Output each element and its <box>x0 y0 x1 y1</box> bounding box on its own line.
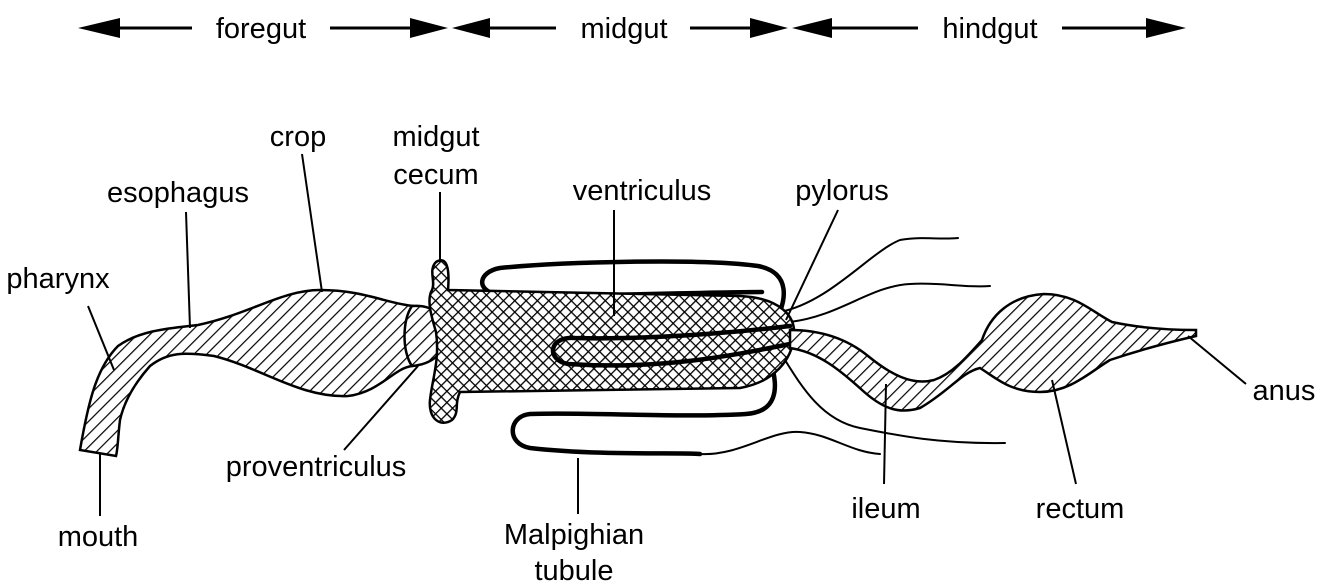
ventriculus-label: ventriculus <box>573 175 712 207</box>
hindgut-label: hindgut <box>942 13 1037 45</box>
hindgut-body <box>790 294 1196 411</box>
mouth-label: mouth <box>58 521 139 553</box>
pharynx-label: pharynx <box>6 263 110 295</box>
pylorus-label: pylorus <box>795 175 889 207</box>
malpighian-tubule-label-line2: tubule <box>534 555 613 587</box>
anus-label: anus <box>1253 375 1316 407</box>
midgut-label: midgut <box>580 13 667 45</box>
esophagus-label: esophagus <box>107 177 249 209</box>
proventriculus-label: proventriculus <box>226 451 407 483</box>
midgut-cecum-label-line1: midgut <box>392 121 479 153</box>
ileum-label: ileum <box>851 493 920 525</box>
malpighian-tubule-label-line1: Malpighian <box>504 519 644 551</box>
crop-label: crop <box>270 121 326 153</box>
foregut-body <box>80 290 446 456</box>
foregut-label: foregut <box>216 13 306 45</box>
rectum-label: rectum <box>1036 493 1125 525</box>
midgut-cecum-label-line2: cecum <box>393 159 478 191</box>
